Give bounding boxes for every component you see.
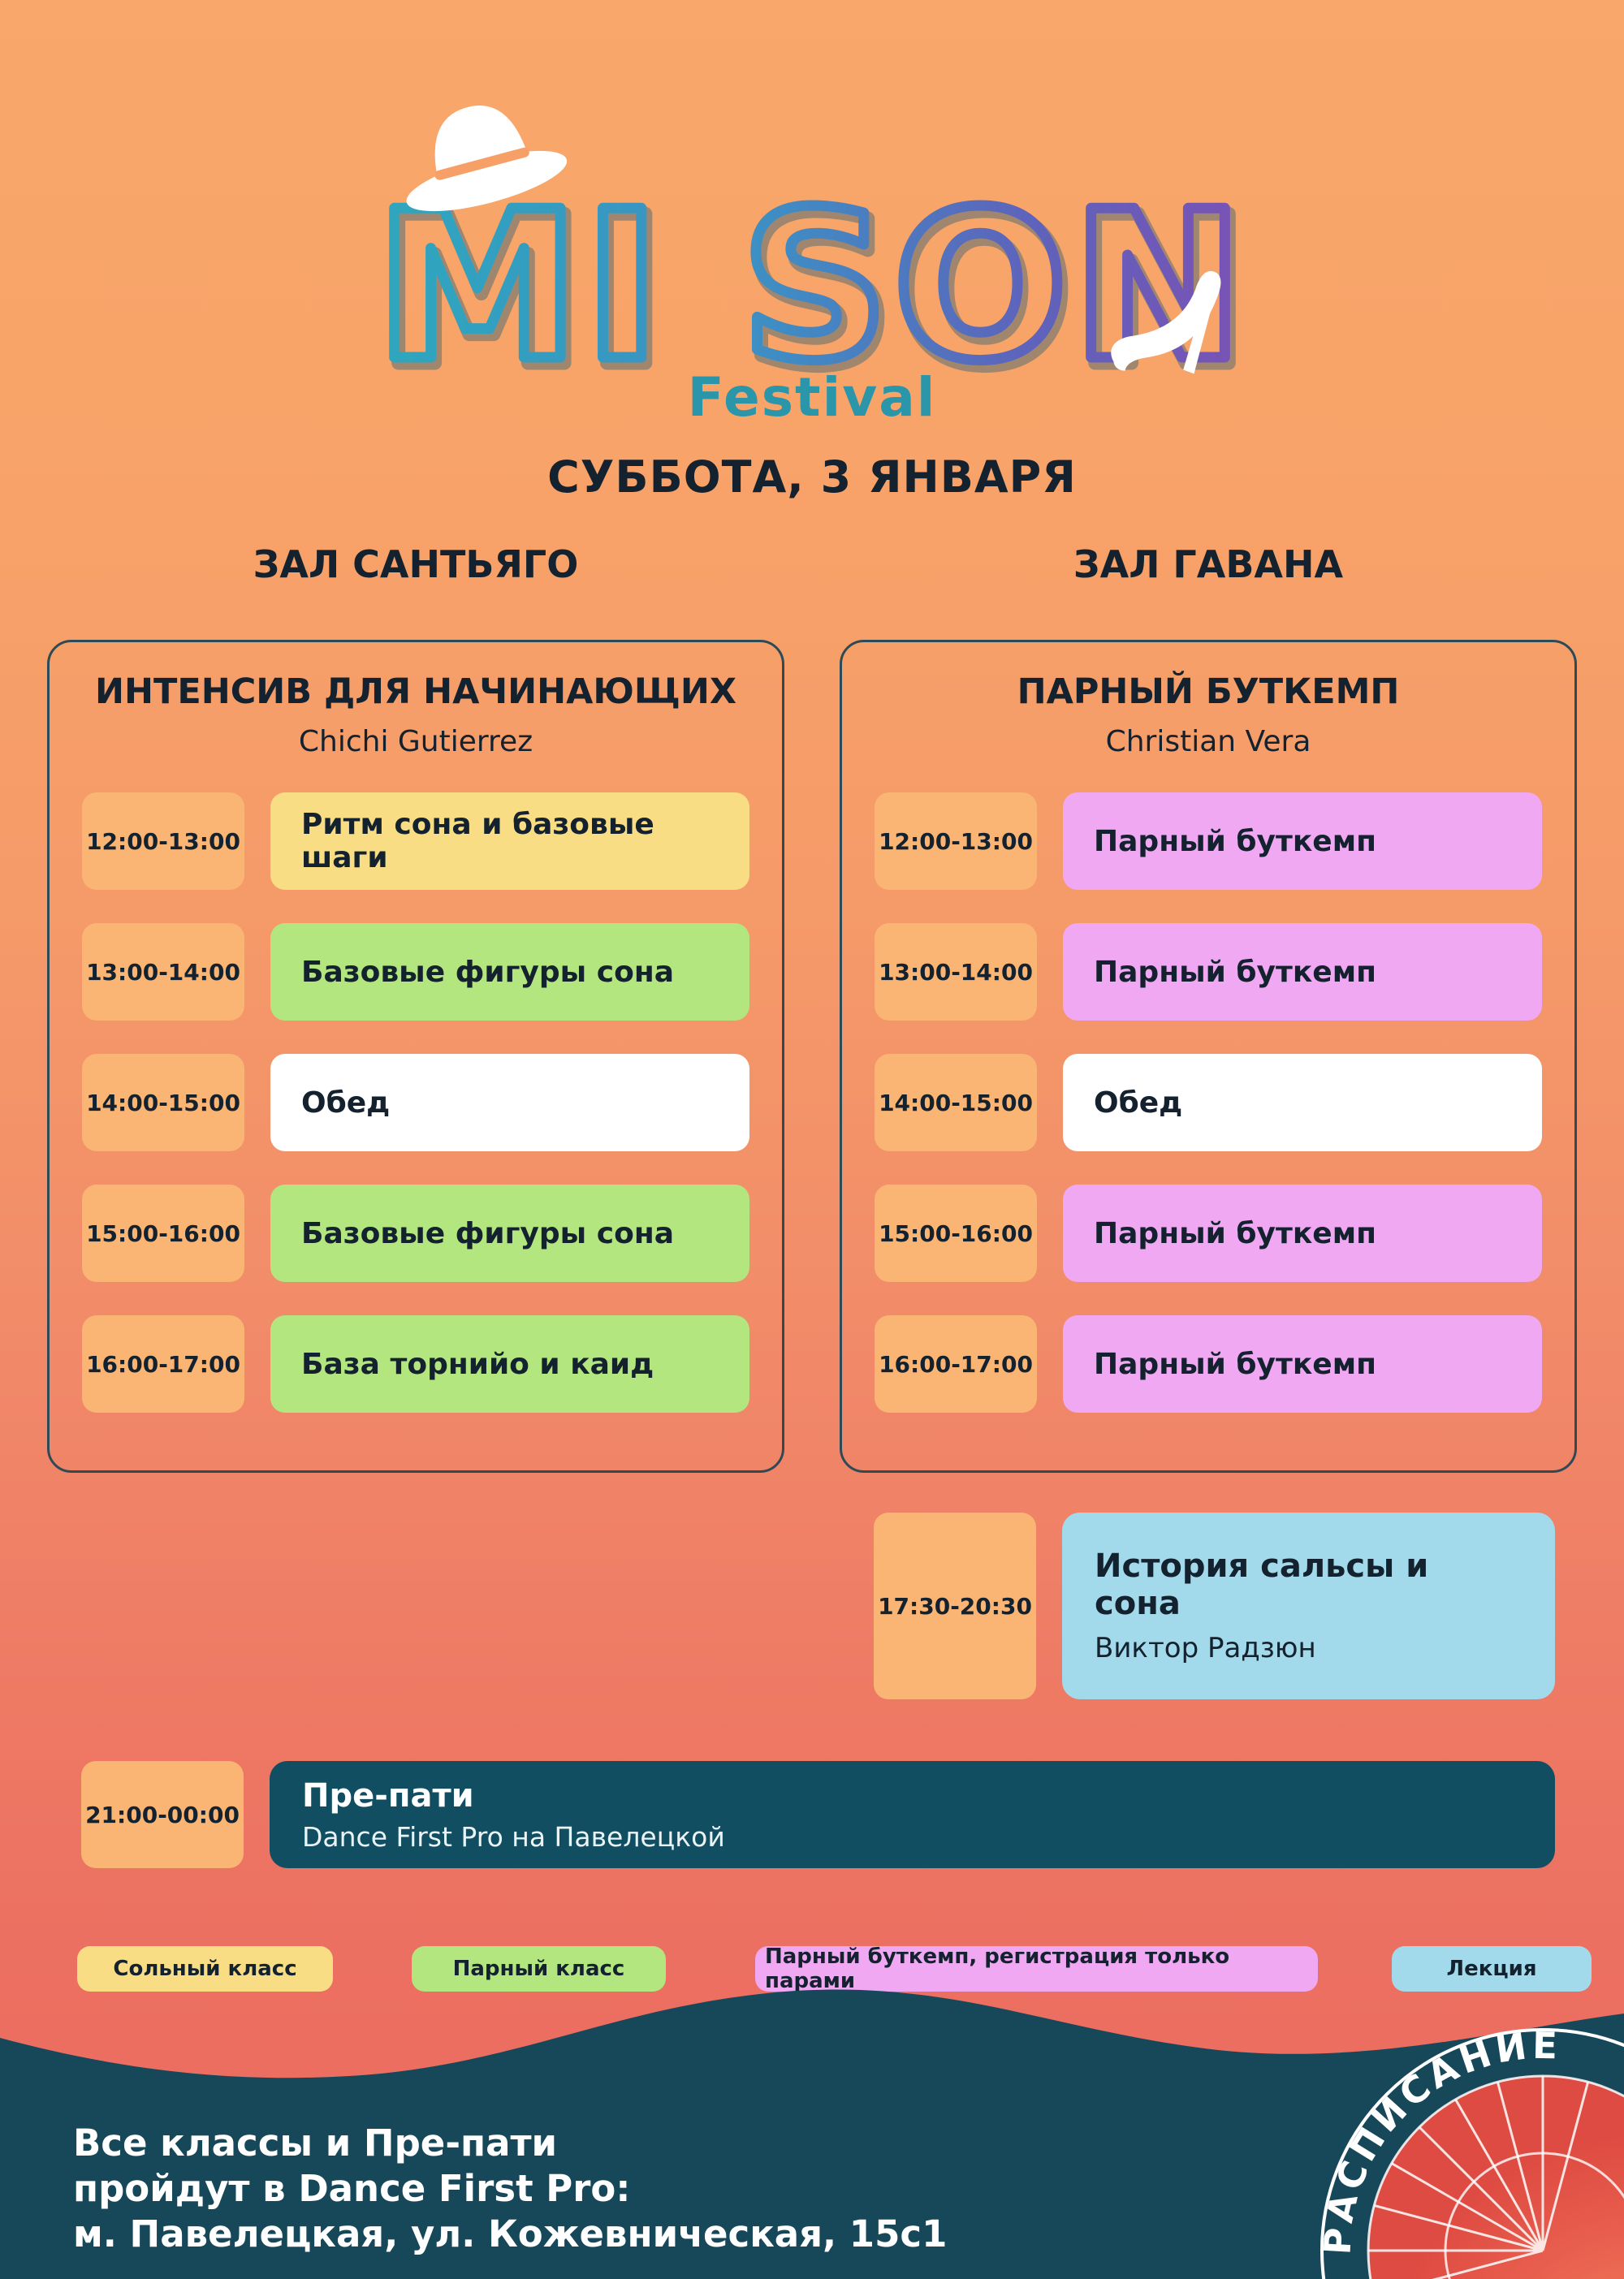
footer-address: Все классы и Пре-пати пройдут в Dance Fi… [73, 2121, 947, 2257]
logo-subtitle: Festival [688, 366, 937, 429]
rows-container: 12:00-13:00 Парный буткемп 13:00-14:00 П… [875, 792, 1542, 1413]
lunch-cell: Обед [270, 1054, 749, 1151]
legend-solo-class: Сольный класс [77, 1946, 333, 1992]
legend-bootcamp: Парный буткемп, регистрация только парам… [755, 1944, 1318, 1993]
festival-logo: MI SON MI SON Festival [370, 106, 1255, 429]
class-cell: Парный буткемп [1063, 792, 1542, 890]
preparty-title: Пре-пати [302, 1776, 474, 1815]
hall-title-santiago: ЗАЛ САНТЬЯГО [253, 542, 579, 586]
schedule-card-santiago: ИНТЕНСИВ ДЛЯ НАЧИНАЮЩИХ Chichi Gutierrez… [47, 640, 784, 1473]
time-pill: 12:00-13:00 [875, 792, 1037, 890]
card-title: ИНТЕНСИВ ДЛЯ НАЧИНАЮЩИХ [95, 671, 736, 712]
time-pill: 14:00-15:00 [875, 1054, 1037, 1151]
class-cell: Ритм сона и базовые шаги [270, 792, 749, 890]
schedule-row: 13:00-14:00 Базовые фигуры сона [82, 923, 749, 1021]
preparty-cell: Пре-пати Dance First Pro на Павелецкой [270, 1761, 1555, 1868]
rows-container: 12:00-13:00 Ритм сона и базовые шаги 13:… [82, 792, 749, 1413]
class-cell: Парный буткемп [1063, 1185, 1542, 1282]
time-pill: 16:00-17:00 [875, 1315, 1037, 1413]
schedule-card-havana: ПАРНЫЙ БУТКЕМП Christian Vera 12:00-13:0… [840, 640, 1577, 1473]
schedule-row: 14:00-15:00 Обед [82, 1054, 749, 1151]
logo-title-shadow: MI SON [380, 174, 1253, 412]
time-pill: 13:00-14:00 [82, 923, 244, 1021]
hall-title-havana: ЗАЛ ГАВАНА [1073, 542, 1344, 586]
card-title: ПАРНЫЙ БУТКЕМП [1017, 671, 1400, 712]
time-pill: 16:00-17:00 [82, 1315, 244, 1413]
schedule-row: 12:00-13:00 Ритм сона и базовые шаги [82, 792, 749, 890]
hat-icon [406, 106, 568, 212]
footer-line3: м. Павелецкая, ул. Кожевническая, 15с1 [73, 2212, 948, 2255]
instructor-name: Chichi Gutierrez [298, 725, 533, 758]
schedule-row: 12:00-13:00 Парный буткемп [875, 792, 1542, 890]
schedule-row: 16:00-17:00 База торнийо и каид [82, 1315, 749, 1413]
time-pill: 15:00-16:00 [875, 1185, 1037, 1282]
preparty-subtitle: Dance First Pro на Павелецкой [302, 1820, 725, 1853]
fan-icon [1320, 2028, 1624, 2279]
time-pill-preparty: 21:00-00:00 [81, 1761, 244, 1868]
date-title: СУББОТА, 3 ЯНВАРЯ [547, 451, 1077, 503]
shoe-icon [1111, 270, 1221, 374]
time-pill: 15:00-16:00 [82, 1185, 244, 1282]
footer-line1: Все классы и Пре-пати [73, 2121, 558, 2165]
time-pill: 12:00-13:00 [82, 792, 244, 890]
lunch-cell: Обед [1063, 1054, 1542, 1151]
lecture-cell: История сальсы и сона Виктор Радзюн [1062, 1513, 1555, 1699]
lecture-title: История сальсы и сона [1095, 1547, 1429, 1622]
instructor-name: Christian Vera [1105, 725, 1311, 758]
time-pill-lecture: 17:30-20:30 [874, 1513, 1036, 1699]
legend-pair-class: Парный класс [412, 1946, 666, 1992]
time-pill: 13:00-14:00 [875, 923, 1037, 1021]
footer-line2: пройдут в Dance First Pro: [73, 2167, 631, 2210]
class-cell: База торнийо и каид [270, 1315, 749, 1413]
legend-lecture: Лекция [1392, 1946, 1592, 1992]
lecture-speaker: Виктор Радзюн [1095, 1632, 1316, 1664]
class-cell: Базовые фигуры сона [270, 1185, 749, 1282]
schedule-row: 15:00-16:00 Базовые фигуры сона [82, 1185, 749, 1282]
schedule-row: 14:00-15:00 Обед [875, 1054, 1542, 1151]
class-cell: Парный буткемп [1063, 1315, 1542, 1413]
schedule-row: 13:00-14:00 Парный буткемп [875, 923, 1542, 1021]
class-cell: Парный буткемп [1063, 923, 1542, 1021]
time-pill: 14:00-15:00 [82, 1054, 244, 1151]
footer-wave [0, 1989, 1624, 2279]
schedule-row: 15:00-16:00 Парный буткемп [875, 1185, 1542, 1282]
class-cell: Базовые фигуры сона [270, 923, 749, 1021]
logo-title: MI SON [376, 168, 1249, 406]
schedule-row: 16:00-17:00 Парный буткемп [875, 1315, 1542, 1413]
schedule-fan-badge: РАСПИСАНИЕ [1315, 2024, 1624, 2279]
